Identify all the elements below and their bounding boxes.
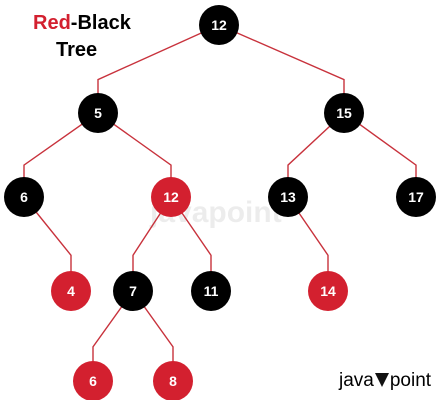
tree-node-circle (51, 271, 91, 311)
tree-node-circle (151, 177, 191, 217)
brand-logo: java point (339, 369, 431, 393)
tree-node-circle (4, 177, 44, 217)
tree-node-key: 15 (336, 105, 352, 121)
tree-node-black: 12 (199, 5, 239, 45)
tree-node-black: 7 (113, 271, 153, 311)
tree-node-key: 13 (280, 189, 296, 205)
tree-node-circle (308, 271, 348, 311)
tree-edge (97, 24, 220, 113)
tree-node-black: 6 (4, 177, 44, 217)
tree-node-circle (268, 177, 308, 217)
tree-node-key: 5 (94, 105, 102, 121)
tree-node-black: 17 (396, 177, 436, 217)
brand-right: point (389, 370, 432, 391)
tree-node-circle (199, 5, 239, 45)
diagram-title: Red-Black (33, 11, 131, 35)
tree-node-red: 8 (153, 361, 193, 400)
tree-node-key: 17 (408, 189, 424, 205)
tree-node-black: 11 (191, 271, 231, 311)
tree-node-circle (73, 361, 113, 400)
tree-node-circle (113, 271, 153, 311)
tree-node-black: 15 (324, 93, 364, 133)
tree-node-key: 7 (129, 283, 137, 299)
tree-node-circle (78, 93, 118, 133)
tree-node-circle (153, 361, 193, 400)
brand-left: java (339, 370, 374, 391)
tree-edge (218, 24, 345, 113)
brand-triangle-icon (374, 373, 389, 387)
tree-node-key: 12 (211, 17, 227, 33)
tree-edges (23, 24, 417, 381)
tree-node-key: 8 (169, 373, 177, 389)
title-black-word: -Black (70, 12, 131, 34)
tree-node-key: 14 (320, 283, 336, 299)
tree-node-red: 14 (308, 271, 348, 311)
tree-node-black: 5 (78, 93, 118, 133)
tree-node-circle (324, 93, 364, 133)
tree-node-black: 13 (268, 177, 308, 217)
title-red-word: Red (33, 12, 71, 34)
tree-node-key: 6 (89, 373, 97, 389)
tree-node-circle (396, 177, 436, 217)
tree-node-key: 4 (67, 283, 75, 299)
tree-node-red: 12 (151, 177, 191, 217)
tree-node-key: 11 (204, 283, 219, 299)
tree-node-key: 6 (20, 189, 28, 205)
tree-nodes: 12 5 15 6 12 13 17 4 7 11 14 6 8 (4, 5, 436, 400)
tree-node-key: 12 (163, 189, 179, 205)
tree-node-red: 6 (73, 361, 113, 400)
diagram-title-line2: Tree (56, 39, 98, 61)
tree-node-red: 4 (51, 271, 91, 311)
tree-node-circle (191, 271, 231, 311)
